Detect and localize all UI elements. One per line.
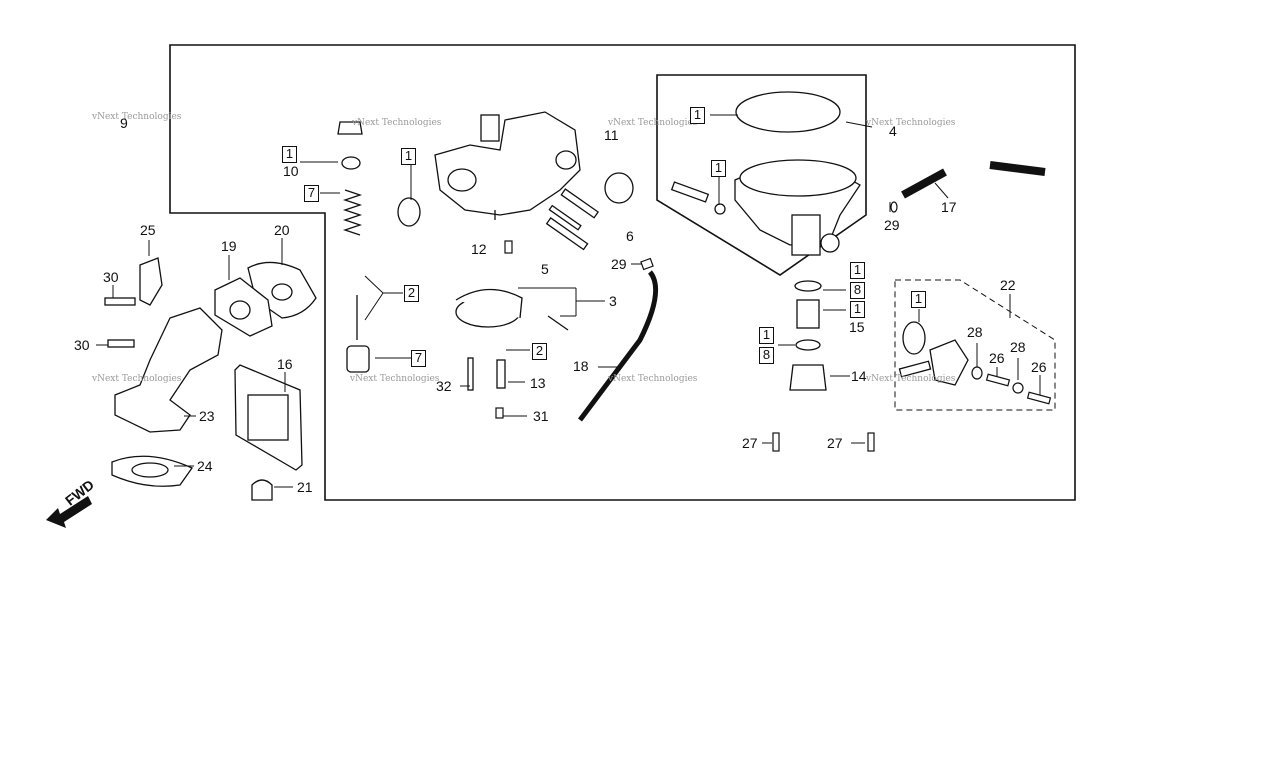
- callout-16: 16: [277, 356, 293, 372]
- callout-32: 32: [436, 378, 452, 394]
- jet-assembly: [545, 188, 600, 251]
- fwd-arrow-icon: [46, 496, 92, 528]
- callout-30: 30: [103, 269, 119, 285]
- fuel-hose: [901, 168, 947, 199]
- fuel-valve-box: [894, 279, 1056, 411]
- callout-27: 27: [742, 435, 758, 451]
- cap: [604, 172, 634, 204]
- carburetor-body: [434, 111, 581, 220]
- callout-6: 6: [626, 228, 634, 244]
- needle-jet: [467, 357, 474, 391]
- bracket: [139, 257, 163, 306]
- throttle-valve: [346, 345, 370, 373]
- callout-20: 20: [274, 222, 290, 238]
- callout-30: 30: [74, 337, 90, 353]
- callout-19: 19: [221, 238, 237, 254]
- bolt-lower: [107, 339, 135, 348]
- callout-22: 22: [1000, 277, 1016, 293]
- float-pin: [547, 315, 569, 331]
- small-hardware: [495, 201, 1052, 452]
- drain-screw: [670, 181, 726, 215]
- callout-9: 9: [120, 115, 128, 131]
- callout-4: 4: [889, 123, 897, 139]
- float: [455, 288, 523, 328]
- callout-28: 28: [967, 324, 983, 340]
- fuel-cock: [898, 321, 969, 386]
- callout-box-1: 1: [690, 107, 705, 124]
- callout-12: 12: [471, 241, 487, 257]
- callout-box-7: 7: [411, 350, 426, 367]
- clamp: [251, 479, 273, 501]
- spring: [342, 189, 363, 236]
- callout-box-7: 7: [304, 185, 319, 202]
- o-ring: [397, 197, 421, 227]
- callout-box-1: 1: [282, 146, 297, 163]
- pilot-screw: [496, 359, 506, 389]
- intake-gasket: [214, 277, 273, 337]
- callout-box-2: 2: [404, 285, 419, 302]
- watermark: vNext Technologies: [350, 374, 440, 384]
- watermark: vNext Technologies: [608, 374, 698, 384]
- bolt-upper: [104, 297, 136, 306]
- callout-28: 28: [1010, 339, 1026, 355]
- callout-26: 26: [989, 350, 1005, 366]
- watermark: vNext Technologies: [92, 374, 182, 384]
- watermark: vNext Technologies: [352, 118, 442, 128]
- watermark: vNext Technologies: [866, 374, 956, 384]
- callout-3: 3: [609, 293, 617, 309]
- callout-5: 5: [541, 261, 549, 277]
- callout-27: 27: [827, 435, 843, 451]
- float-chamber: [734, 159, 861, 256]
- callout-24: 24: [197, 458, 213, 474]
- callout-14: 14: [851, 368, 867, 384]
- washer: [341, 156, 361, 170]
- callout-15: 15: [849, 319, 865, 335]
- callout-10: 10: [283, 163, 299, 179]
- watermark: vNext Technologies: [608, 118, 698, 128]
- callout-box-2: 2: [532, 343, 547, 360]
- watermark: vNext Technologies: [92, 112, 182, 122]
- breather-plate: [234, 364, 303, 471]
- callout-29: 29: [884, 217, 900, 233]
- callout-17: 17: [941, 199, 957, 215]
- callout-26: 26: [1031, 359, 1047, 375]
- bowl-gasket: [735, 91, 841, 133]
- diagram-border: [169, 44, 1076, 501]
- callout-box-1: 1: [711, 160, 726, 177]
- callout-23: 23: [199, 408, 215, 424]
- callout-box-1: 1: [401, 148, 416, 165]
- callout-31: 31: [533, 408, 549, 424]
- callout-box-1: 1: [850, 262, 865, 279]
- callout-13: 13: [530, 375, 546, 391]
- callout-box-1: 1: [759, 327, 774, 344]
- fuel-tube: [578, 270, 659, 422]
- callout-box-8: 8: [850, 282, 865, 299]
- callout-11: 11: [604, 127, 619, 143]
- intake-pipe: [114, 307, 223, 433]
- callout-18: 18: [573, 358, 589, 374]
- leader-lines: [96, 114, 1041, 488]
- watermark: vNext Technologies: [866, 118, 956, 128]
- cap-nut: [337, 121, 363, 135]
- callout-29: 29: [611, 256, 627, 272]
- fuel-filter: [789, 280, 827, 391]
- callout-25: 25: [140, 222, 156, 238]
- callout-box-1: 1: [850, 301, 865, 318]
- callout-box-1: 1: [911, 291, 926, 308]
- insulator-gasket: [111, 455, 193, 487]
- callout-box-8: 8: [759, 347, 774, 364]
- callout-21: 21: [297, 479, 313, 495]
